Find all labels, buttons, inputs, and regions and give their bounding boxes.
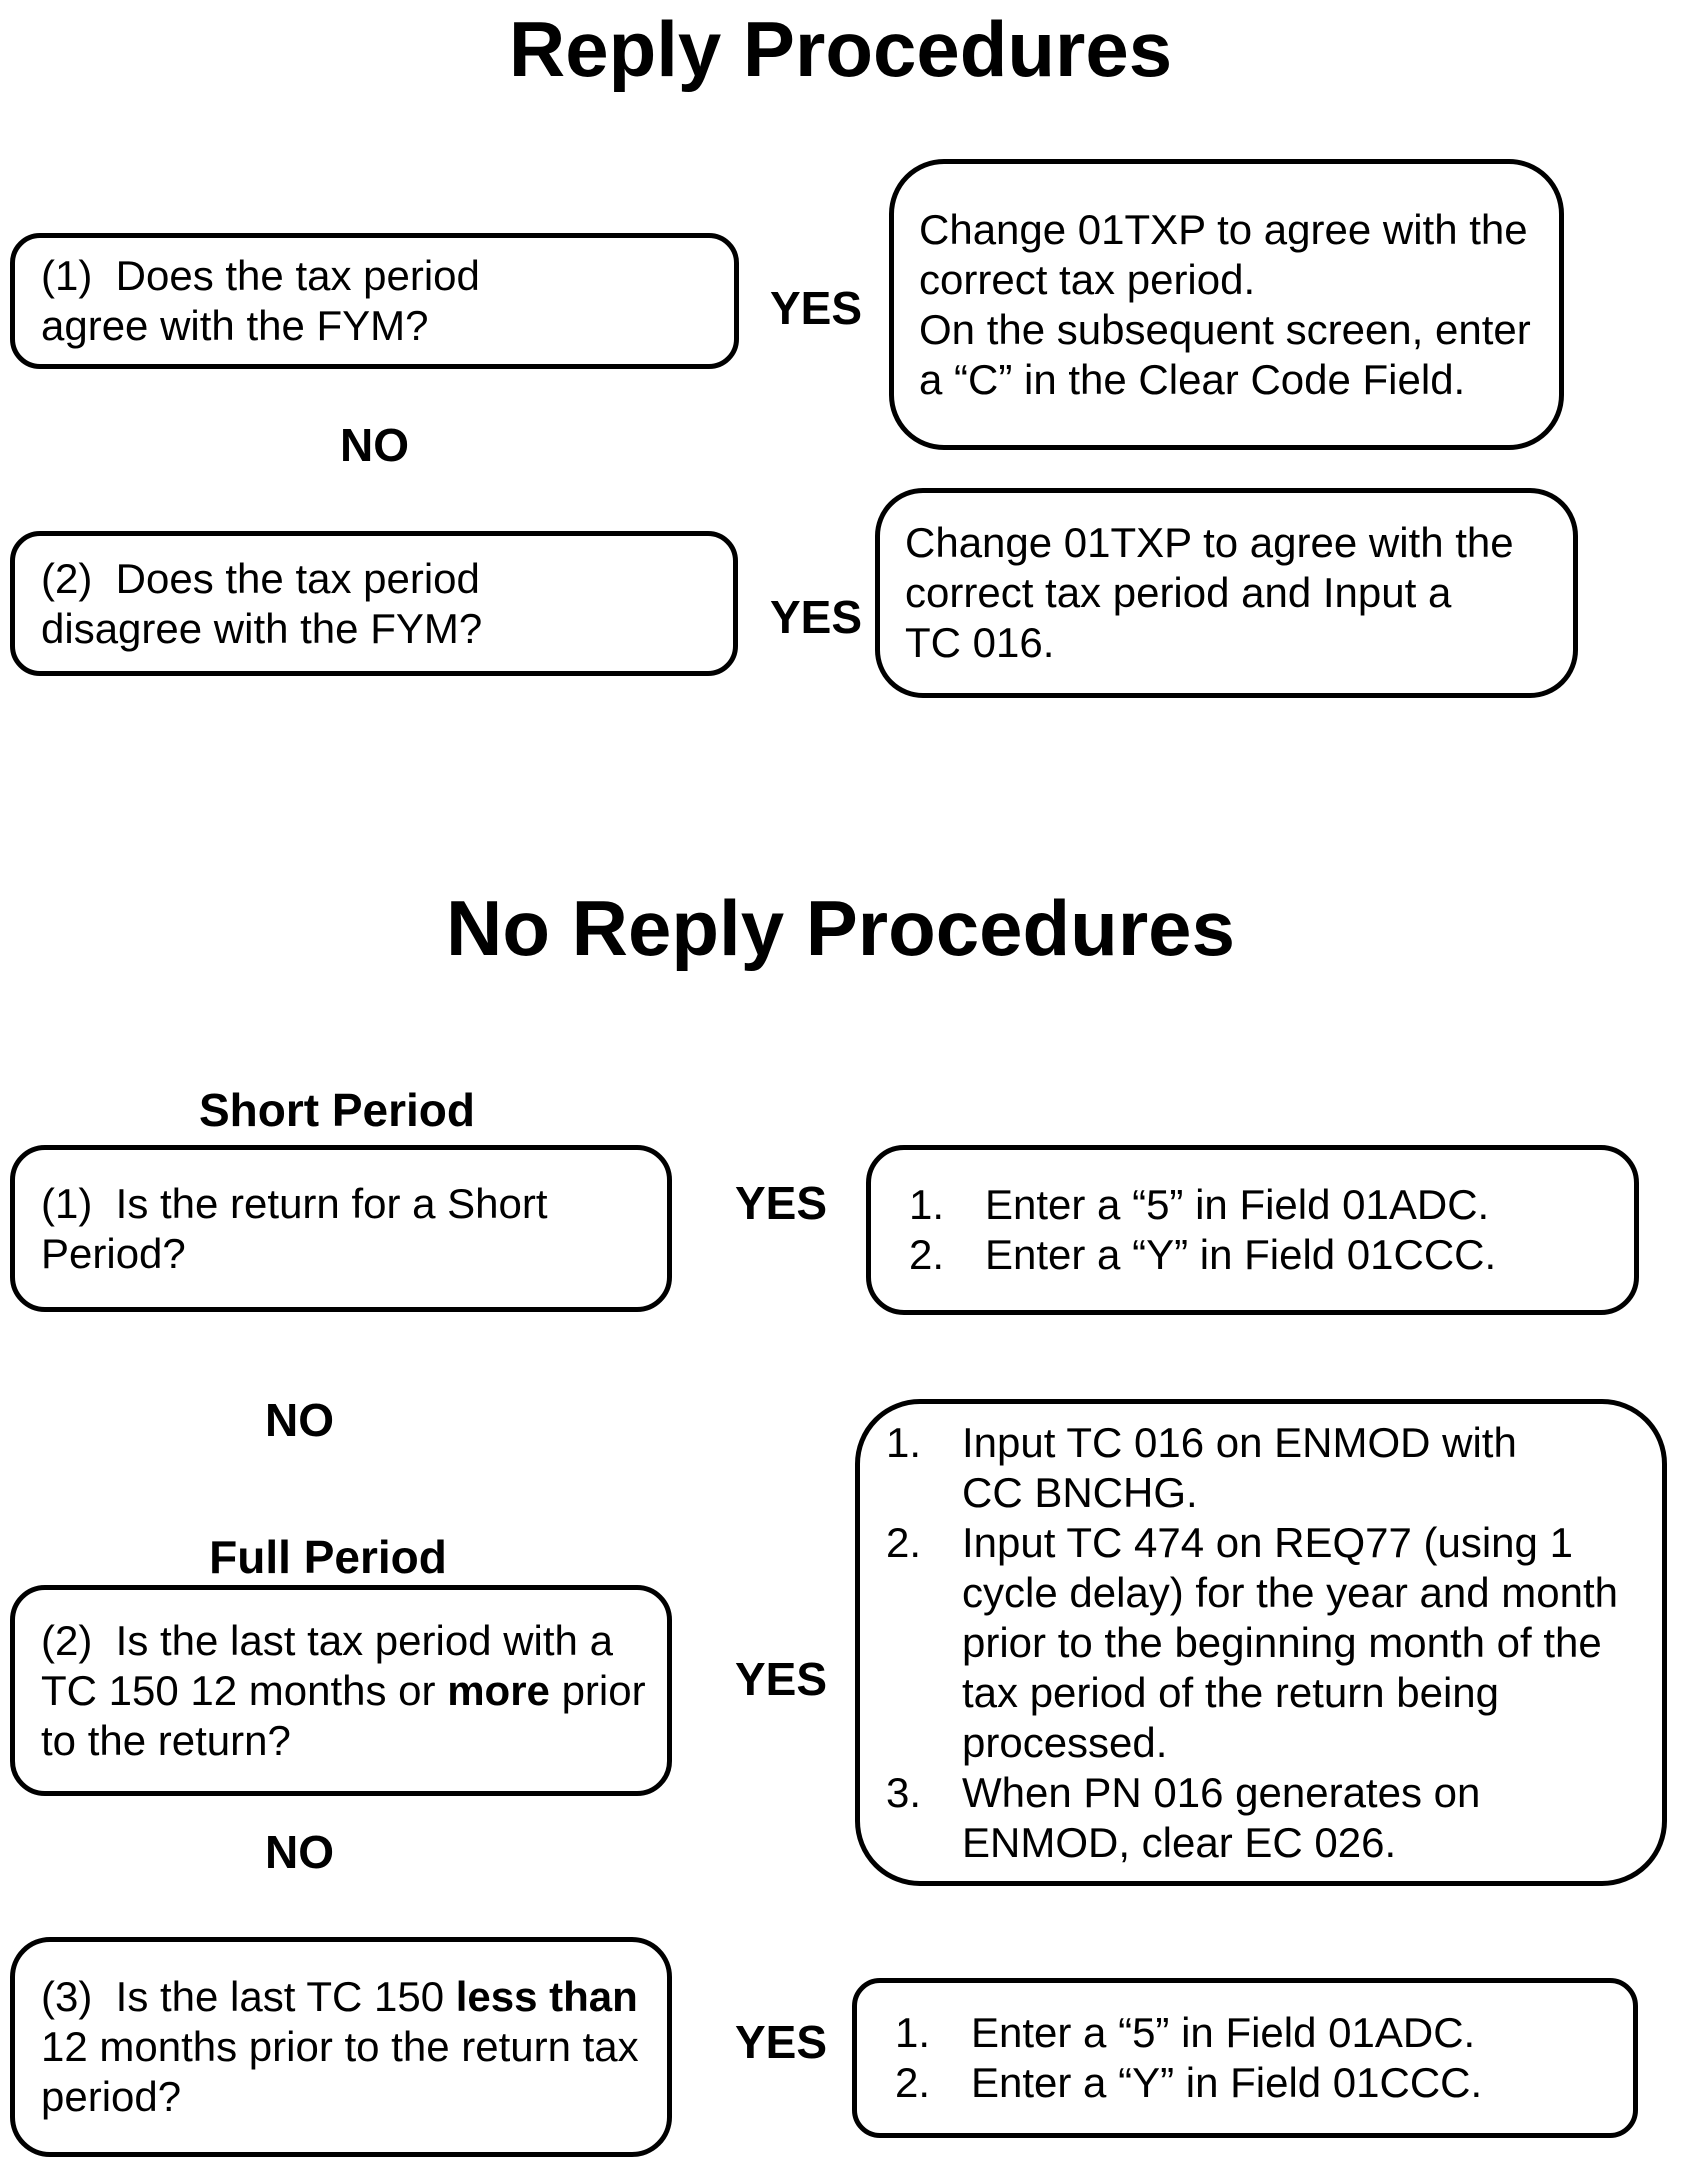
list-item-number: 2. [895, 2059, 931, 2106]
full-period-label: Full Period [209, 1531, 447, 1583]
reply-q1-no-label: NO [340, 419, 409, 471]
q3-text-pre: (3) Is the last TC 150 [41, 1973, 456, 2020]
list-item: 3. When PN 016 generates on ENMOD, clear … [886, 1768, 1618, 1868]
noreply-q1-text: (1) Is the return for a Short Period? [41, 1179, 548, 1277]
reply-procedures-title: Reply Procedures [508, 5, 1173, 93]
no-reply-procedures-title: No Reply Procedures [446, 884, 1235, 972]
list-item: 2. Enter a “Y” in Field 01CCC. [895, 2058, 1482, 2108]
list-item-text: Input TC 474 on REQ77 (using 1 cycle del… [962, 1518, 1619, 1766]
noreply-q3-box: (3) Is the last TC 150 less than 12 mont… [10, 1937, 672, 2157]
reply-q1-text: (1) Does the tax period agree with the F… [41, 252, 480, 349]
reply-q2-box: (2) Does the tax period disagree with th… [10, 531, 738, 676]
noreply-a3-list: 1. Enter a “5” in Field 01ADC. 2. Enter a … [857, 2008, 1482, 2108]
noreply-q2-no-label: NO [265, 1826, 334, 1878]
list-item: 1. Input TC 016 on ENMOD with CC BNCHG. [886, 1418, 1618, 1518]
noreply-q1-no-label: NO [265, 1394, 334, 1446]
noreply-a1-box: 1. Enter a “5” in Field 01ADC. 2. Enter a … [866, 1145, 1639, 1315]
noreply-q1-box: (1) Is the return for a Short Period? [10, 1145, 672, 1312]
noreply-a1-list: 1. Enter a “5” in Field 01ADC. 2. Enter a … [871, 1180, 1496, 1280]
reply-q2-text: (2) Does the tax period disagree with th… [41, 554, 483, 652]
short-period-label: Short Period [198, 1084, 476, 1136]
list-item-number: 1. [895, 2009, 931, 2056]
noreply-a2-list: 1. Input TC 016 on ENMOD with CC BNCHG. 2… [860, 1418, 1618, 1868]
reply-a2-box: Change 01TXP to agree with the correct t… [875, 488, 1578, 698]
reply-a2-text: Change 01TXP to agree with the correct t… [905, 519, 1514, 666]
reply-q1-box: (1) Does the tax period agree with the F… [10, 233, 739, 369]
reply-q1-yes-label: YES [770, 282, 863, 334]
list-item: 1. Enter a “5” in Field 01ADC. [909, 1180, 1496, 1230]
q2-text-bold: more [447, 1666, 550, 1714]
q2-text-post: prior to the return? [41, 1666, 646, 1764]
reply-a1-box: Change 01TXP to agree with the correct t… [889, 159, 1564, 450]
noreply-q3-text: (3) Is the last TC 150 less than 12 mont… [15, 1972, 639, 2122]
reply-q2-yes-label: YES [770, 591, 863, 643]
list-item-number: 2. [909, 1231, 945, 1278]
list-item-number: 3. [886, 1768, 922, 1816]
list-item-number: 2. [886, 1518, 922, 1566]
list-item-number: 1. [886, 1418, 922, 1466]
list-item-text: Enter a “5” in Field 01ADC. [985, 1181, 1490, 1228]
list-item-text: Enter a “5” in Field 01ADC. [971, 2009, 1476, 2056]
q3-text-post: 12 months prior to the return tax period… [41, 2023, 639, 2120]
list-item: 2. Input TC 474 on REQ77 (using 1 cycle d… [886, 1518, 1618, 1768]
noreply-q1-yes-label: YES [735, 1177, 828, 1229]
q3-text-bold: less than [455, 1973, 638, 2020]
list-item: 1. Enter a “5” in Field 01ADC. [895, 2008, 1482, 2058]
noreply-q3-yes-label: YES [735, 2016, 828, 2068]
noreply-a3-box: 1. Enter a “5” in Field 01ADC. 2. Enter a … [852, 1978, 1638, 2138]
list-item-text: Enter a “Y” in Field 01CCC. [985, 1231, 1497, 1278]
list-item: 2. Enter a “Y” in Field 01CCC. [909, 1230, 1496, 1280]
noreply-a2-box: 1. Input TC 016 on ENMOD with CC BNCHG. 2… [855, 1399, 1667, 1886]
noreply-q2-yes-label: YES [735, 1653, 828, 1705]
noreply-q2-text: (2) Is the last tax period with a TC 150… [15, 1616, 646, 1766]
reply-a1-text: Change 01TXP to agree with the correct t… [919, 205, 1531, 403]
list-item-text: Enter a “Y” in Field 01CCC. [971, 2059, 1483, 2106]
noreply-q2-box: (2) Is the last tax period with a TC 150… [10, 1585, 672, 1796]
list-item-number: 1. [909, 1181, 945, 1228]
q2-text-pre: (2) Is the last tax period with a TC 150… [41, 1616, 613, 1714]
list-item-text: Input TC 016 on ENMOD with CC BNCHG. [962, 1418, 1517, 1516]
list-item-text: When PN 016 generates on ENMOD, clear EC… [962, 1768, 1481, 1866]
